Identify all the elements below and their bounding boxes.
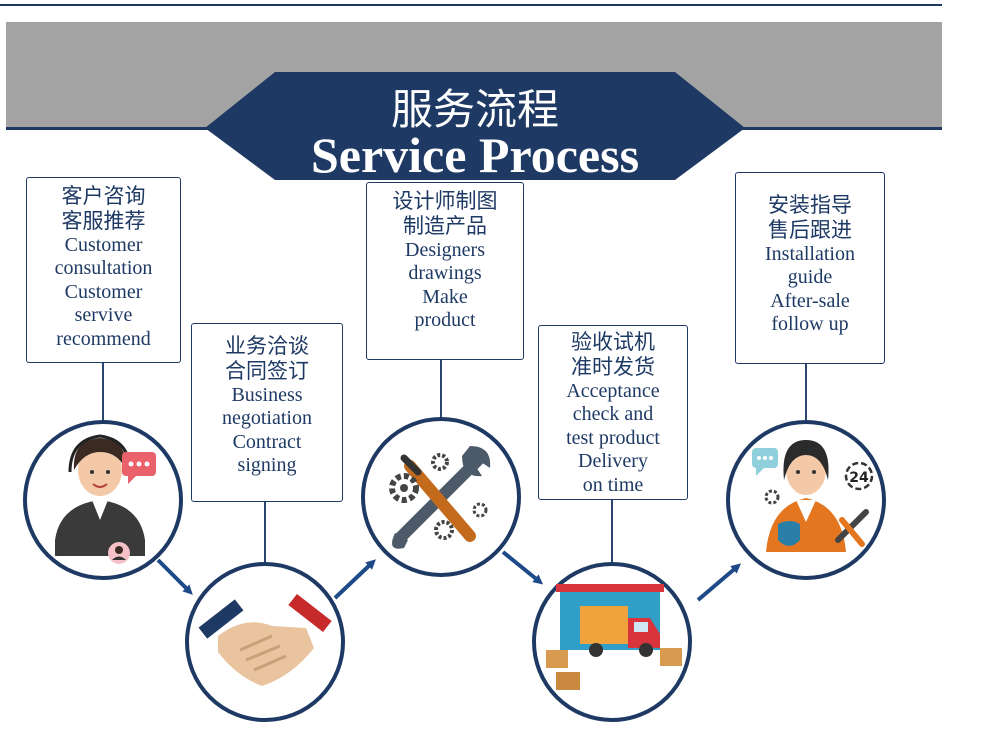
support-24-badge: 24	[849, 470, 869, 486]
handshake-icon	[185, 562, 345, 722]
step-5-zh-line-1: 安装指导	[768, 193, 852, 217]
step-4-card: 验收试机 准时发货 Acceptance check and test prod…	[538, 325, 688, 500]
step-3-card: 设计师制图 制造产品 Designers drawings Make produ…	[366, 182, 524, 360]
step-1-en-line-1: Customer	[64, 233, 143, 256]
step-5-en-line-2: guide	[787, 266, 833, 289]
step-2-en-line-4: signing	[237, 454, 297, 477]
step-4-en-line-4: Delivery	[578, 450, 648, 473]
step-1-card: 客户咨询 客服推荐 Customer consultation Customer…	[26, 177, 181, 363]
flow-arrow	[333, 559, 376, 600]
step-2-en-line-3: Contract	[232, 430, 302, 453]
flow-arrow	[696, 563, 742, 602]
step-3-zh-line-1: 设计师制图	[392, 189, 498, 213]
flow-arrow	[156, 558, 193, 595]
step-4-en-line-2: check and	[572, 403, 654, 426]
delivery-truck-icon	[532, 562, 692, 722]
step-5-en-line-4: follow up	[771, 313, 849, 336]
tools-gears-icon	[361, 417, 521, 577]
step-1-en-line-3: Customer	[64, 280, 143, 303]
step-5-en-line-1: Installation	[765, 242, 855, 265]
step-4-en-line-5: on time	[582, 473, 644, 496]
top-rule	[0, 4, 942, 6]
step-5-en-line-3: After-sale	[770, 289, 850, 312]
title-english: Service Process	[310, 127, 640, 183]
step-2-zh-line-1: 业务洽谈	[225, 334, 309, 358]
step-5-card: 安装指导 售后跟进 Installation guide After-sale …	[735, 172, 885, 364]
step-4-en-line-1: Acceptance	[566, 379, 660, 402]
customer-service-agent-icon	[23, 420, 183, 580]
step-1-en-line-5: recommend	[56, 327, 151, 350]
step-3-en-line-3: Make	[422, 285, 468, 308]
flow-arrow	[501, 550, 544, 585]
step-2-en-line-1: Business	[231, 383, 303, 406]
step-3-en-line-2: drawings	[408, 262, 482, 285]
step-4-zh-line-1: 验收试机	[571, 330, 655, 354]
step-1-zh-line-1: 客户咨询	[61, 184, 146, 208]
step-1-en-line-4: servive	[74, 304, 133, 327]
step-4-zh-line-2: 准时发货	[571, 354, 655, 379]
step-3-zh-line-2: 制造产品	[403, 213, 487, 238]
title-chinese: 服务流程	[390, 85, 559, 134]
after-sale-support-icon	[726, 420, 886, 580]
step-2-en-line-2: negotiation	[222, 407, 312, 430]
step-2-card: 业务洽谈 合同签订 Business negotiation Contract …	[191, 323, 343, 502]
step-4-en-line-3: test product	[566, 426, 660, 449]
step-5-zh-line-2: 售后跟进	[768, 217, 852, 242]
step-1-en-line-2: consultation	[54, 257, 153, 280]
title-hexagon	[205, 72, 745, 180]
step-1-zh-line-2: 客服推荐	[61, 208, 146, 233]
step-3-en-line-4: product	[414, 309, 476, 332]
step-2-zh-line-2: 合同签订	[225, 358, 309, 383]
step-3-en-line-1: Designers	[405, 238, 485, 261]
